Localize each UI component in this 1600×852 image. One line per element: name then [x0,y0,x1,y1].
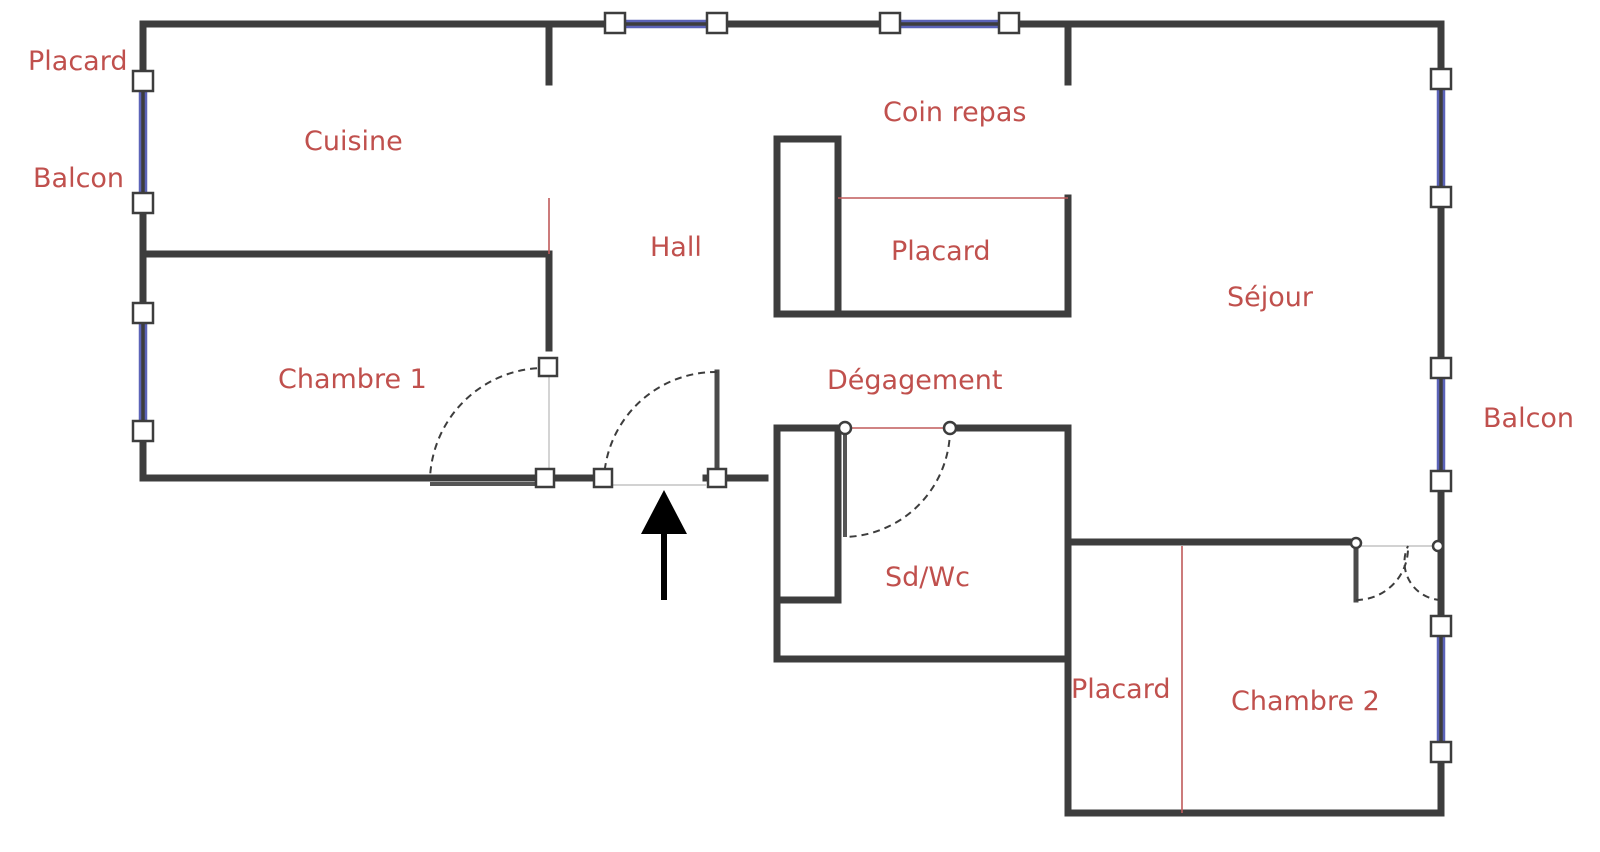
window-node [1429,67,1453,91]
window-node [131,191,155,215]
door-node [1431,539,1445,553]
door-node [537,356,559,378]
window-node [1429,740,1453,764]
door-chambre1-swing [429,366,550,479]
label-placard-center: Placard [891,236,990,267]
doors [429,356,1445,601]
door-node [1349,536,1363,550]
label-cuisine: Cuisine [304,126,403,157]
label-placard-bottom: Placard [1071,674,1170,705]
windows [131,11,1453,764]
entrance-arrow-head [641,490,687,534]
room-labels: Placard Balcon Cuisine Hall Coin repas P… [28,46,1574,717]
label-balcon-right: Balcon [1483,403,1574,434]
label-degagement: Dégagement [827,365,1002,396]
door-chambre2-swing-left [1355,545,1410,601]
window-node [1429,614,1453,638]
label-coin-repas: Coin repas [883,97,1026,128]
entrance-door-swing [603,370,718,479]
door-chambre2-swing-right [1403,545,1442,601]
window-node [131,301,155,325]
window-node [1429,356,1453,380]
label-chambre-1: Chambre 1 [278,364,427,395]
door-node [534,467,556,489]
label-hall: Hall [650,232,702,263]
window-node [997,11,1021,35]
label-chambre-2: Chambre 2 [1231,686,1380,717]
door-node [837,420,853,436]
window-node [131,419,155,443]
window-node [1429,185,1453,209]
door-node [706,467,728,489]
window-node [705,11,729,35]
label-placard-top-left: Placard [28,46,127,77]
door-node [592,467,614,489]
placard-separators [548,197,1183,813]
entrance-arrow-icon [641,490,687,600]
window-node [878,11,902,35]
door-node [942,420,958,436]
door-sdwc-swing [844,427,952,538]
window-node [131,69,155,93]
label-sejour: Séjour [1227,282,1314,313]
window-node [1429,469,1453,493]
label-balcon-left: Balcon [33,163,124,194]
label-sd-wc: Sd/Wc [885,562,970,593]
window-node [603,11,627,35]
